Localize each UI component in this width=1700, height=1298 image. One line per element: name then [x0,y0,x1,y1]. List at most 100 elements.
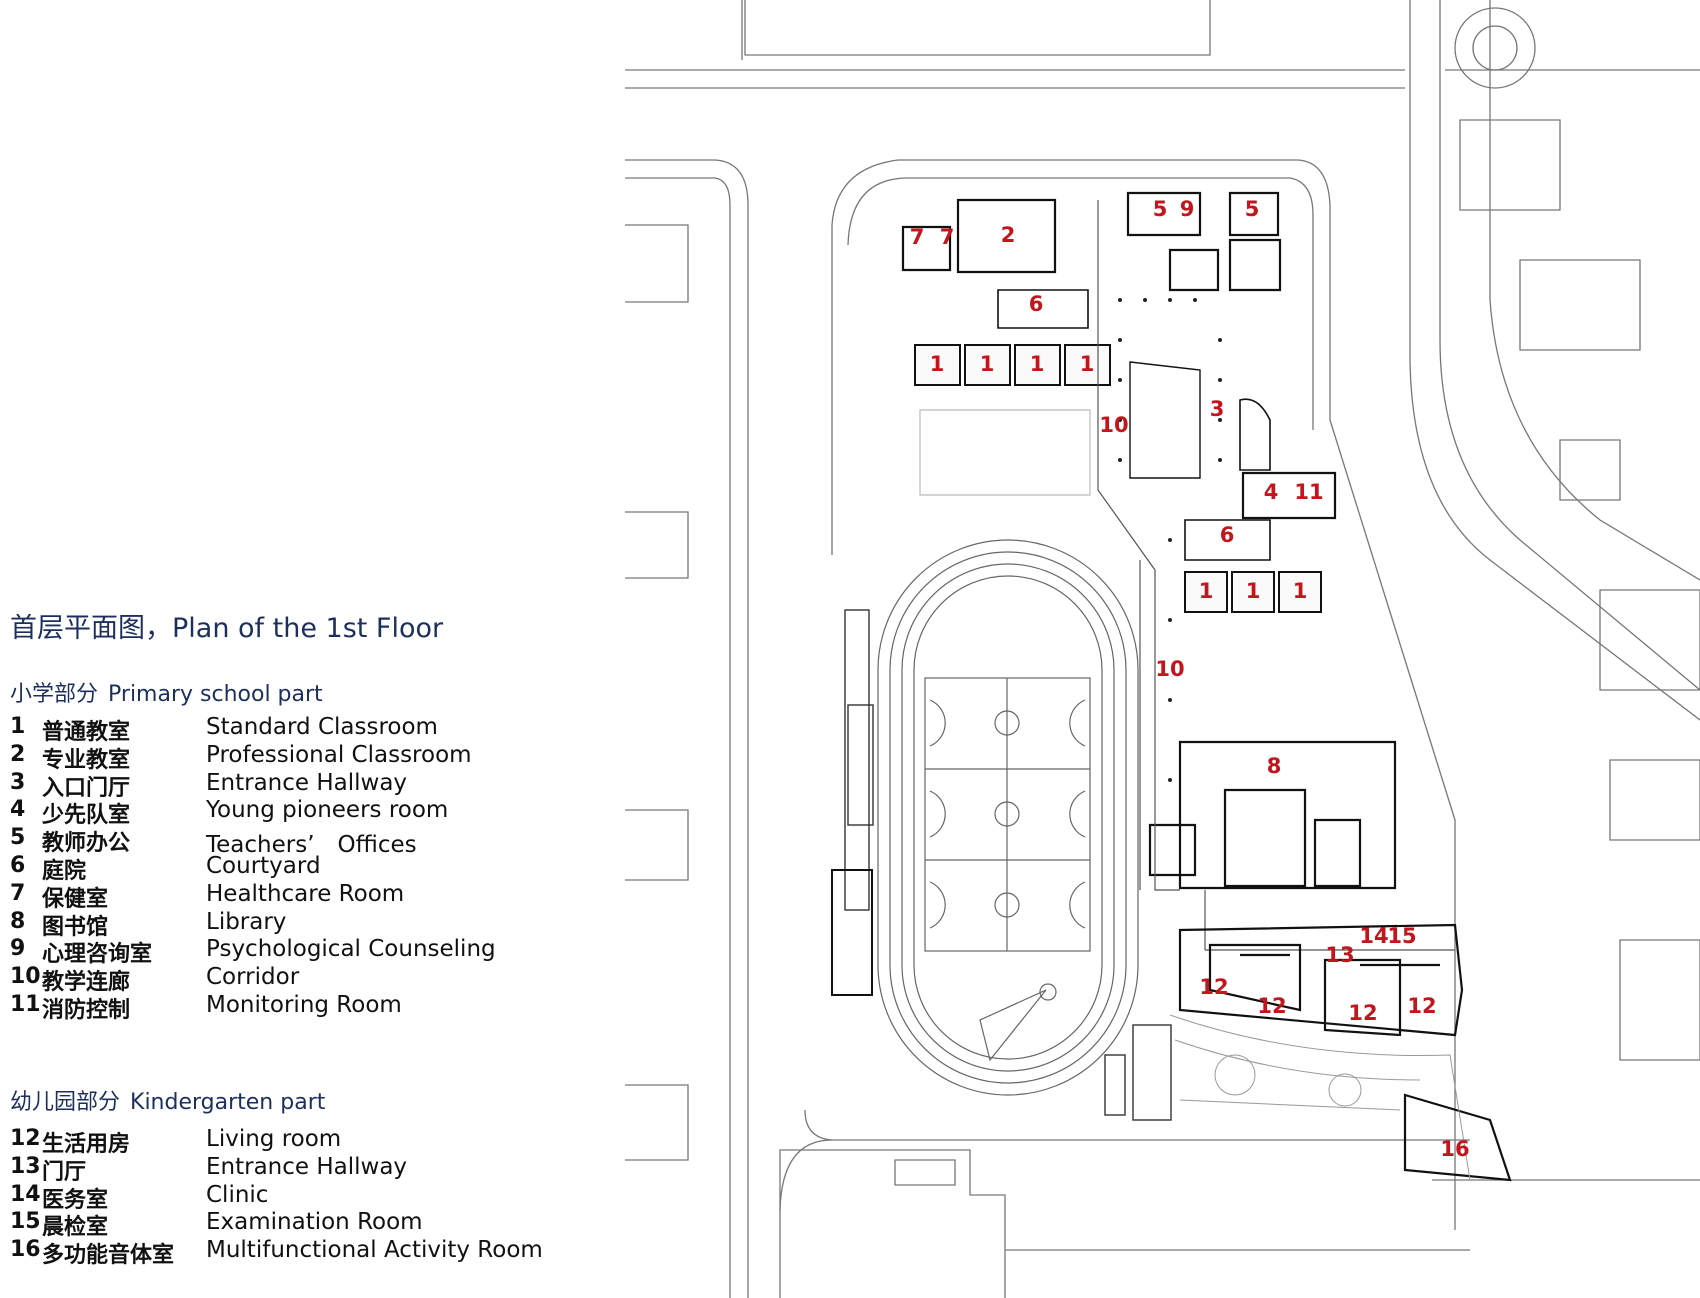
classroom-units [914,344,1322,613]
column [1218,378,1222,382]
road-edge [1409,0,1700,721]
primary-school-walls [901,191,1397,890]
site-boundary [779,1139,833,1211]
legend-en: Corridor [206,964,300,991]
floor-plan-drawing: 2 7 7 5 9 5 6 1 1 1 1 3 10 4 11 6 1 1 1 … [625,0,1700,1298]
library-room [1223,788,1307,888]
courtyard-6-mid [1184,519,1271,561]
room-label: 12 [1348,1001,1377,1025]
section-primary-cn: 小学部分 [10,682,99,707]
legend-en: Professional Classroom [206,741,472,768]
legend-en: Living room [206,1126,342,1152]
block-outline [1609,759,1700,841]
room-label: 14 [1359,924,1388,948]
room-outline [901,225,952,272]
legend-num: 1 [10,714,26,739]
side-building [844,609,870,911]
plaza-circle [1472,25,1518,71]
yard-edge [1174,1039,1421,1081]
corridor-lines [919,200,1455,951]
plot-outline [625,511,689,579]
side-building [847,704,874,826]
legend-en: Healthcare Room [206,880,405,907]
room-outline [1228,238,1282,292]
room-label: 11 [1294,480,1323,504]
legend-en: Young pioneers room [206,797,449,824]
road-edge [1489,0,1700,581]
legend-cn: 图书馆 [42,914,109,940]
living-room [1323,958,1402,1037]
column [1118,298,1122,302]
legend-num: 5 [10,825,26,851]
section-kindergarten-en: Kindergarten part [130,1090,326,1115]
play-circle [1328,1073,1362,1107]
play-circle [1214,1054,1256,1096]
column [1218,418,1222,422]
legend-num: 15 [10,1209,41,1235]
legend-cn: 普通教室 [42,720,131,745]
room-labels: 2 7 7 5 9 5 6 1 1 1 1 3 10 4 11 6 1 1 1 … [910,197,1470,1161]
track-lane [889,551,1127,1084]
side-building [1132,1024,1172,1121]
track-inner [913,575,1103,1060]
room-label: 4 [1264,480,1279,504]
road-edge [1439,0,1700,691]
legend-en: Multifunctional Activity Room [206,1237,543,1264]
classroom-unit [1064,344,1111,386]
side-building [1104,1054,1126,1116]
legend-num: 12 [10,1126,41,1151]
section-primary-en: Primary school part [108,682,323,707]
stand-fan [979,989,1047,1062]
living-room [1208,943,1302,1012]
legend-cn: 入口门厅 [42,775,131,801]
column [1168,698,1172,702]
room-label: 12 [1407,994,1436,1018]
plot-outline [625,224,689,303]
courtyard-6-top [997,289,1089,329]
room-label: 16 [1440,1137,1469,1161]
room-label: 9 [1180,197,1195,221]
court-key [929,881,1086,929]
court-key [929,699,1086,747]
legend-num: 13 [10,1153,41,1179]
legend-cn: 教师办公 [42,831,131,857]
block-outline [1599,589,1700,691]
legend-num: 7 [10,880,26,906]
column [1168,298,1172,302]
legend-num: 16 [10,1237,41,1263]
plan-title: 首层平面图，Plan of the 1st Floor [10,613,444,644]
column [1168,538,1172,542]
legend-en: Teachers’ Offices [206,832,417,859]
column [1118,378,1122,382]
legend-cn: 保健室 [42,886,109,912]
block-outline [1459,119,1561,211]
room-label: 5 [1245,197,1260,221]
corridor-edge [1097,200,1180,891]
section-primary-header: 小学部分 Primary school part [10,676,323,708]
room-outline [1126,191,1202,237]
room-label: 1 [1246,579,1261,603]
multifunction-hall [1403,1093,1512,1182]
room-label: 1 [930,352,945,376]
classroom-unit [1184,571,1228,613]
kindergarten-walls [1178,923,1512,1182]
legend-num: 8 [10,908,26,934]
room-label: 6 [1029,292,1044,316]
room-label: 3 [1210,397,1225,421]
room-label: 8 [1267,754,1282,778]
legend-cn: 教学连廊 [42,970,131,996]
room-label: 5 [1153,197,1168,221]
block-outline [1559,439,1621,501]
neighbour-building [779,1149,1006,1298]
legend-num: 14 [10,1181,41,1207]
room-label: 6 [1220,523,1235,547]
legend-cn: 庭院 [42,858,87,884]
courtyard-block [1168,248,1220,292]
legend-en: Library [206,908,287,935]
legend-num: 6 [10,852,26,878]
room-label: 12 [1257,994,1286,1018]
track-outer [877,539,1139,1096]
library-outline [1178,740,1397,890]
court-circle [994,892,1020,918]
legend-en: Psychological Counseling [206,936,496,963]
